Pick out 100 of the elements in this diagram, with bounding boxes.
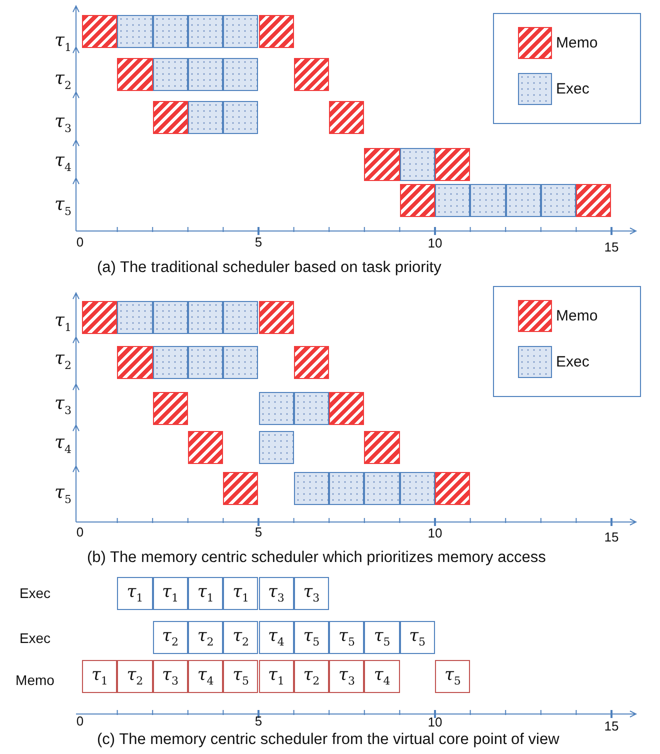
execution-block bbox=[152, 301, 188, 334]
tick-label: 10 bbox=[428, 236, 442, 250]
task-label: τ$_{2}$ bbox=[54, 348, 72, 372]
memory-access-block bbox=[364, 148, 400, 181]
execution-block bbox=[258, 392, 294, 425]
task-slot: τ$_{1}$ bbox=[258, 660, 294, 693]
caption: (b) The memory centric scheduler which prioritizes memory access bbox=[87, 549, 546, 567]
tick-label: 0 bbox=[76, 524, 84, 540]
memory-access-block bbox=[576, 184, 612, 217]
execution-block bbox=[400, 472, 435, 505]
task-label: τ$_{5}$ bbox=[54, 194, 72, 218]
task-slot: τ$_{5}$ bbox=[435, 660, 470, 693]
execution-block bbox=[400, 148, 435, 181]
task-slot: τ$_{4}$ bbox=[258, 621, 294, 654]
memory-access-block bbox=[258, 301, 294, 334]
memory-access-block bbox=[400, 184, 435, 217]
execution-block bbox=[223, 346, 258, 379]
task-slot: τ$_{2}$ bbox=[294, 660, 330, 693]
memory-access-block bbox=[435, 148, 470, 181]
task-slot: τ$_{3}$ bbox=[329, 660, 364, 693]
task-slot: τ$_{1}$ bbox=[82, 660, 118, 693]
execution-block bbox=[540, 184, 576, 217]
tick-label: 10 bbox=[428, 714, 442, 730]
task-label: τ$_{5}$ bbox=[54, 482, 72, 506]
task-slot: τ$_{3}$ bbox=[294, 577, 330, 610]
row-label: Memo bbox=[16, 672, 54, 688]
legend-label: Memo bbox=[556, 308, 598, 324]
memory-access-block bbox=[82, 301, 118, 334]
row-label: Exec bbox=[19, 630, 51, 646]
execution-block bbox=[506, 184, 541, 217]
memory-access-block bbox=[364, 431, 400, 464]
tick-label: 0 bbox=[76, 714, 84, 728]
memory-access-block bbox=[223, 472, 258, 505]
memory-access-block bbox=[294, 346, 330, 379]
execution-block bbox=[294, 472, 330, 505]
execution-block bbox=[223, 301, 258, 334]
task-label: τ$_{1}$ bbox=[54, 30, 72, 54]
legend-label: Exec bbox=[556, 354, 590, 370]
task-slot: τ$_{2}$ bbox=[117, 660, 153, 693]
execution-block bbox=[294, 392, 330, 425]
tick-label: 15 bbox=[604, 530, 619, 544]
task-slot: τ$_{5}$ bbox=[329, 621, 364, 654]
task-slot: τ$_{3}$ bbox=[152, 660, 188, 693]
execution-block bbox=[152, 346, 188, 379]
task-slot: τ$_{5}$ bbox=[364, 621, 400, 654]
tick-label: 5 bbox=[254, 234, 262, 250]
tick-label: 5 bbox=[254, 714, 262, 728]
execution-block bbox=[117, 301, 153, 334]
memory-access-block bbox=[188, 431, 224, 464]
execution-block bbox=[364, 472, 400, 505]
caption: (c) The memory centric scheduler from the virtual core point of view bbox=[97, 731, 560, 749]
memory-access-block bbox=[152, 101, 188, 134]
execution-block bbox=[223, 58, 258, 91]
memory-access-block bbox=[329, 392, 364, 425]
execution-block bbox=[152, 15, 188, 48]
task-slot: τ$_{4}$ bbox=[364, 660, 400, 693]
execution-block bbox=[117, 15, 153, 48]
row-label: Exec bbox=[19, 585, 51, 601]
execution-block bbox=[188, 58, 224, 91]
task-slot: τ$_{5}$ bbox=[400, 621, 435, 654]
tick-label: 5 bbox=[254, 524, 262, 540]
memory-access-block bbox=[82, 15, 118, 48]
execution-block bbox=[435, 184, 470, 217]
memory-access-block bbox=[152, 392, 188, 425]
execution-block bbox=[188, 301, 224, 334]
execution-block bbox=[188, 15, 224, 48]
tick-label: 15 bbox=[604, 718, 619, 734]
memory-access-block bbox=[294, 58, 330, 91]
execution-block bbox=[223, 15, 258, 48]
task-slot: τ$_{1}$ bbox=[152, 577, 188, 610]
execution-block bbox=[188, 101, 224, 134]
execution-block bbox=[223, 101, 258, 134]
execution-block bbox=[329, 472, 364, 505]
execution-block bbox=[470, 184, 506, 217]
task-slot: τ$_{2}$ bbox=[152, 621, 188, 654]
task-slot: τ$_{4}$ bbox=[188, 660, 224, 693]
task-slot: τ$_{5}$ bbox=[223, 660, 258, 693]
task-slot: τ$_{1}$ bbox=[188, 577, 224, 610]
execution-block bbox=[152, 58, 188, 91]
task-label: τ$_{3}$ bbox=[54, 393, 72, 417]
legend-label: Memo bbox=[556, 34, 598, 52]
task-label: τ$_{4}$ bbox=[54, 432, 72, 456]
task-slot: τ$_{1}$ bbox=[223, 577, 258, 610]
legend-label: Exec bbox=[556, 80, 590, 98]
task-label: τ$_{2}$ bbox=[54, 68, 72, 92]
memory-access-block bbox=[329, 101, 364, 134]
task-slot: τ$_{2}$ bbox=[188, 621, 224, 654]
tick-label: 10 bbox=[428, 526, 442, 540]
execution-block bbox=[188, 346, 224, 379]
memory-access-block bbox=[258, 15, 294, 48]
memory-access-block bbox=[435, 472, 470, 505]
task-label: τ$_{1}$ bbox=[54, 310, 72, 334]
memory-access-block bbox=[117, 58, 153, 91]
execution-block bbox=[258, 431, 294, 464]
tick-label: 0 bbox=[76, 234, 84, 250]
task-slot: τ$_{3}$ bbox=[258, 577, 294, 610]
task-label: τ$_{3}$ bbox=[54, 111, 72, 135]
tick-label: 15 bbox=[604, 240, 619, 254]
task-label: τ$_{4}$ bbox=[54, 150, 72, 174]
caption: (a) The traditional scheduler based on task priority bbox=[97, 259, 442, 277]
